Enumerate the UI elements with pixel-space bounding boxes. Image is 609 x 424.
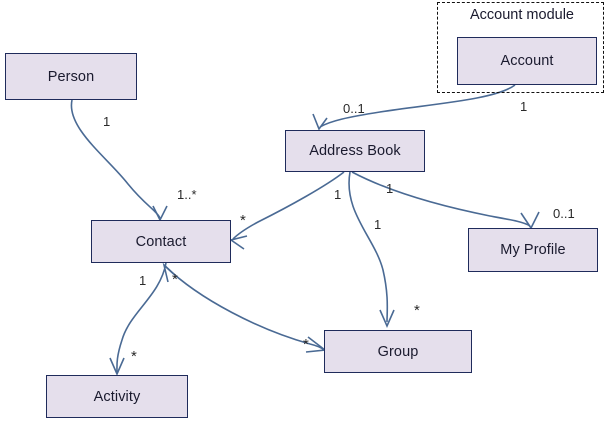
multiplicity-contact-to-activity-source: 1: [139, 273, 147, 288]
multiplicity-group-left-star: *: [303, 336, 309, 353]
multiplicity-ab-to-myprofile-source: 1: [386, 181, 394, 196]
multiplicity-group-target-star: *: [414, 302, 420, 319]
multiplicity-contact-to-group-source: *: [172, 271, 178, 288]
edge-contact-activity: [109, 262, 167, 376]
multiplicity-contact-from-person: 1..*: [177, 187, 197, 202]
class-label-person: Person: [47, 68, 95, 85]
multiplicity-person-source: 1: [103, 114, 111, 129]
class-box-activity[interactable]: Activity: [46, 375, 188, 418]
multiplicity-addressbook-target: 0..1: [343, 101, 365, 116]
edge-account-addressbook: [312, 84, 516, 131]
multiplicity-account-source: 1: [520, 99, 528, 114]
class-box-account[interactable]: Account: [457, 37, 597, 85]
class-box-contact[interactable]: Contact: [91, 220, 231, 263]
account-module-label: Account module: [470, 7, 574, 23]
multiplicity-ab-to-group-source: 1: [374, 217, 382, 232]
class-box-my-profile[interactable]: My Profile: [468, 228, 598, 272]
class-label-address-book: Address Book: [309, 143, 401, 159]
edge-addressbook-group: [348, 171, 395, 328]
class-box-address-book[interactable]: Address Book: [285, 130, 425, 172]
class-label-group: Group: [377, 343, 419, 360]
edge-person-contact: [70, 99, 168, 222]
account-module-frame: [437, 2, 604, 93]
multiplicity-activity-target-star: *: [131, 348, 137, 365]
edge-addressbook-contact: [229, 171, 345, 250]
class-label-contact: Contact: [135, 233, 187, 250]
multiplicity-ab-to-contact-source: 1: [334, 187, 342, 202]
class-box-person[interactable]: Person: [5, 53, 137, 100]
edge-contact-group: [162, 262, 328, 353]
class-label-activity: Activity: [93, 388, 141, 405]
class-label-my-profile: My Profile: [500, 242, 566, 258]
multiplicity-contact-target-star: *: [240, 212, 246, 229]
class-label-account: Account: [500, 53, 554, 69]
class-box-group[interactable]: Group: [324, 330, 472, 373]
multiplicity-myprofile-target: 0..1: [553, 206, 575, 221]
